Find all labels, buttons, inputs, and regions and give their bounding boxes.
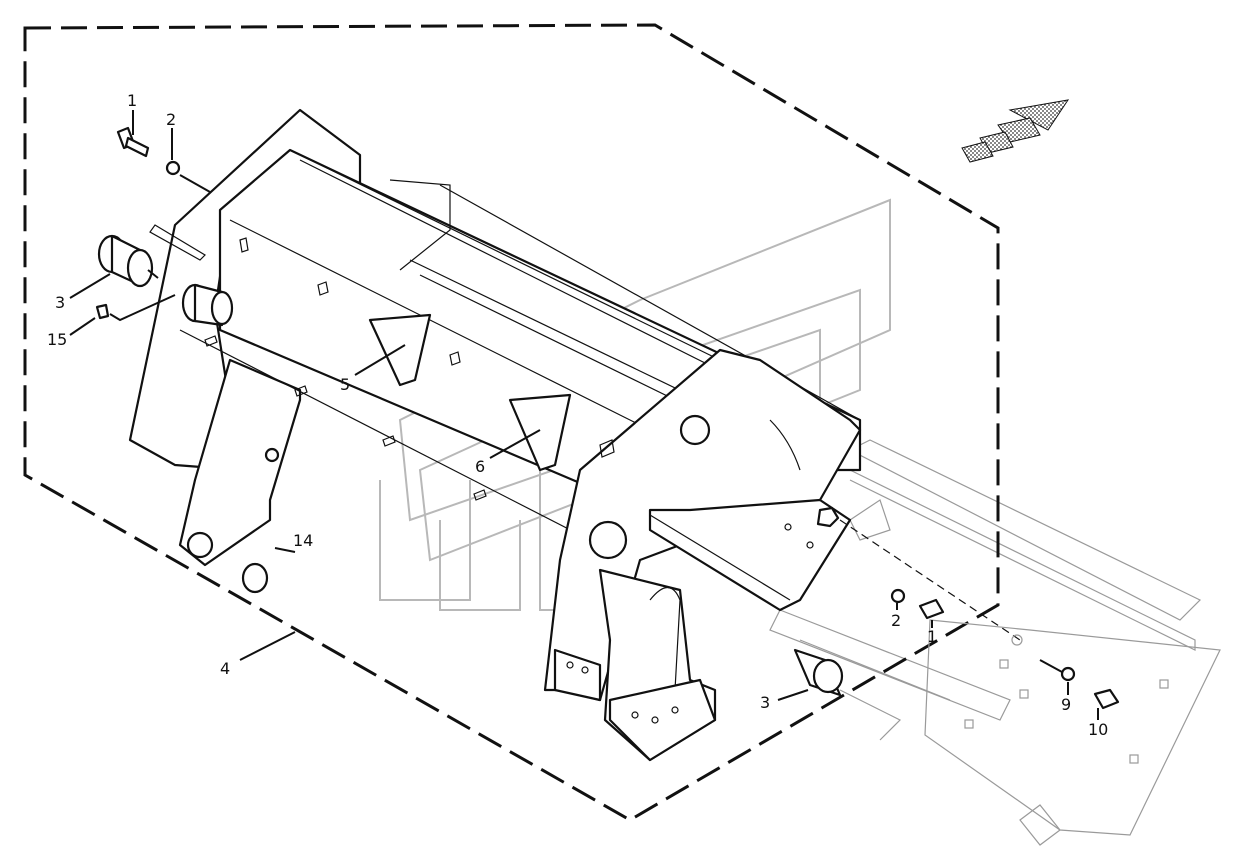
- lower-left-arm: [178, 358, 302, 567]
- callout-labels: 1 2 3 15 5 6 14 4 2 1 3 9 10: [47, 91, 1108, 739]
- lower-right-pivot-hole: [588, 520, 628, 560]
- bushing-14: [241, 562, 269, 594]
- pivot-hole-upper-right: [679, 414, 711, 446]
- bolt-1-upper: [116, 126, 150, 158]
- assembly-boundary: [23, 23, 1000, 822]
- washer-9: [1060, 666, 1076, 682]
- callout-3-right: 3: [760, 693, 770, 712]
- bushing-3-left: [97, 234, 154, 288]
- callout-14: 14: [293, 531, 313, 550]
- washer-2-lower: [890, 588, 906, 604]
- bolt-1-lower: [918, 598, 945, 620]
- callout-10: 10: [1088, 720, 1108, 739]
- main-frame: [128, 108, 1021, 762]
- mounting-bracket-right: [608, 678, 717, 762]
- gusset-6: [508, 393, 572, 472]
- mounting-bracket-left: [553, 648, 602, 702]
- nut: [816, 506, 840, 528]
- callout-6: 6: [475, 457, 485, 476]
- gusset-5: [368, 313, 432, 387]
- bushing-3-right: [793, 648, 844, 697]
- small-hole-left-arm: [264, 447, 280, 463]
- direction-arrow-icon: [961, 99, 1070, 163]
- leader-lines: [69, 110, 1099, 720]
- callout-1-upper: 1: [127, 91, 137, 110]
- hinge-plate: [648, 498, 852, 612]
- callout-4: 4: [220, 659, 230, 678]
- grease-nipple-15: [95, 303, 110, 320]
- callout-3-left: 3: [55, 293, 65, 312]
- callout-1-lower: 1: [927, 627, 937, 646]
- callout-5: 5: [340, 375, 350, 394]
- washer-2-upper: [165, 160, 181, 176]
- callout-9: 9: [1061, 695, 1071, 714]
- callout-2-lower: 2: [891, 611, 901, 630]
- ghost-plate-slots: [964, 634, 1169, 764]
- side-plate-ghost: [924, 619, 1221, 836]
- callout-2-upper: 2: [166, 110, 176, 129]
- lower-left-pivot-hole: [186, 531, 214, 559]
- adjacent-assembly-ghost: [769, 439, 1202, 846]
- bushing-left-socket: [181, 283, 234, 327]
- bolt-10: [1093, 688, 1120, 710]
- callout-15: 15: [47, 330, 67, 349]
